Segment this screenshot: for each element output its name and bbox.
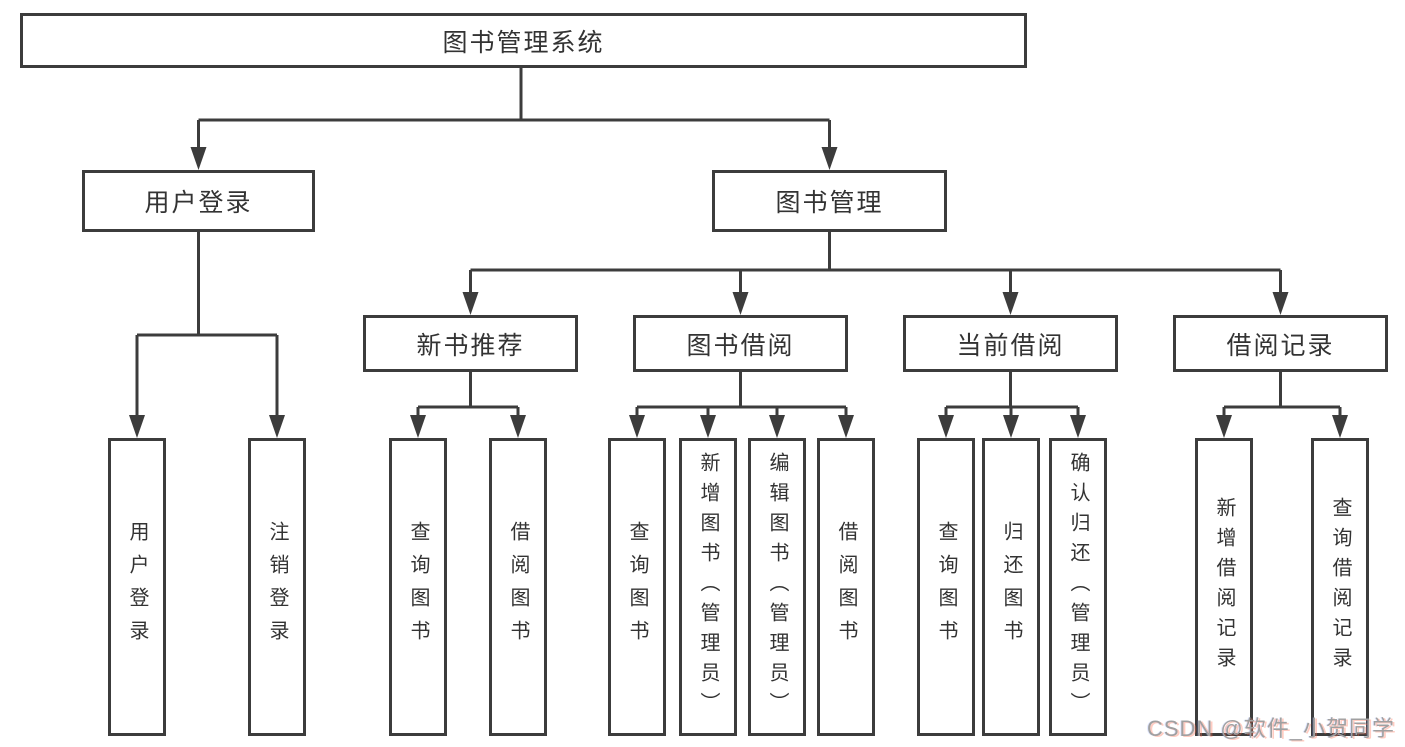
node-current-borrow-label: 当前借阅 [956, 331, 1065, 360]
arrowhead-down-icon [1002, 292, 1019, 315]
leaf-query-book-borrow: 查询图书 [608, 438, 666, 736]
arrowhead-down-icon [629, 415, 645, 438]
leaf-label: 归还图书 [1000, 521, 1022, 653]
node-root-label: 图书管理系统 [442, 28, 605, 57]
csdn-watermark: CSDN @软件_小贺同学 [1146, 716, 1395, 741]
arrowhead-down-icon [769, 415, 785, 438]
leaf-query-book-recommend: 查询图书 [389, 438, 447, 736]
leaf-label: 查询图书 [626, 521, 648, 653]
arrowhead-down-icon [462, 292, 479, 315]
arrowhead-down-icon [838, 415, 854, 438]
connector-current-borrow-to-leaves [944, 372, 1080, 420]
leaf-query-borrow-record: 查询借阅记录 [1311, 438, 1369, 736]
arrowhead-down-icon [190, 147, 207, 170]
arrowhead-down-icon [1070, 415, 1086, 438]
arrowhead-down-icon [821, 147, 838, 170]
leaf-label: 新增图书（管理员） [697, 452, 719, 722]
leaf-label: 用户登录 [126, 521, 148, 653]
leaf-add-borrow-record: 新增借阅记录 [1195, 438, 1253, 736]
arrowhead-down-icon [1332, 415, 1348, 438]
connector-book-borrow-to-leaves [635, 372, 848, 420]
leaf-label: 注销登录 [266, 521, 288, 653]
leaf-logout: 注销登录 [248, 438, 306, 736]
node-root: 图书管理系统 [20, 13, 1027, 68]
arrowhead-down-icon [1003, 415, 1019, 438]
connector-borrow-records-to-leaves [1222, 372, 1342, 420]
connector-new-book-to-leaves [416, 372, 520, 420]
node-user-login: 用户登录 [82, 170, 315, 232]
node-current-borrow: 当前借阅 [903, 315, 1118, 372]
arrowhead-down-icon [510, 415, 526, 438]
arrowhead-down-icon [269, 415, 285, 438]
leaf-user-login: 用户登录 [108, 438, 166, 736]
node-book-borrow: 图书借阅 [633, 315, 848, 372]
node-borrow-records: 借阅记录 [1173, 315, 1388, 372]
leaf-return-book: 归还图书 [982, 438, 1040, 736]
node-book-management-label: 图书管理 [775, 189, 884, 217]
leaf-label: 借阅图书 [835, 521, 857, 653]
arrowhead-down-icon [129, 415, 145, 438]
leaf-label: 借阅图书 [507, 521, 529, 653]
leaf-borrow-book: 借阅图书 [817, 438, 875, 736]
leaf-label: 编辑图书（管理员） [766, 452, 788, 722]
leaf-label: 查询借阅记录 [1329, 497, 1351, 677]
leaf-label: 查询图书 [935, 521, 957, 653]
arrowhead-down-icon [700, 415, 716, 438]
leaf-edit-book-admin: 编辑图书（管理员） [748, 438, 806, 736]
node-borrow-records-label: 借阅记录 [1226, 331, 1335, 360]
node-new-book-recommend: 新书推荐 [363, 315, 578, 372]
arrowhead-down-icon [1216, 415, 1232, 438]
leaf-query-book-current: 查询图书 [917, 438, 975, 736]
leaf-confirm-return-admin: 确认归还（管理员） [1049, 438, 1107, 736]
arrowhead-down-icon [1272, 292, 1289, 315]
arrowhead-down-icon [410, 415, 426, 438]
connector-book-management-to-level3 [469, 232, 1282, 294]
node-book-management: 图书管理 [712, 170, 947, 232]
arrowhead-down-icon [732, 292, 749, 315]
leaf-add-book-admin: 新增图书（管理员） [679, 438, 737, 736]
leaf-label: 查询图书 [407, 521, 429, 653]
node-new-book-recommend-label: 新书推荐 [416, 331, 525, 360]
connector-user-login-to-leaves [135, 232, 279, 420]
leaf-label: 确认归还（管理员） [1067, 452, 1089, 722]
connector-root-to-level2 [197, 68, 831, 150]
leaf-label: 新增借阅记录 [1213, 497, 1235, 677]
arrowhead-down-icon [938, 415, 954, 438]
leaf-borrow-book-recommend: 借阅图书 [489, 438, 547, 736]
node-book-borrow-label: 图书借阅 [686, 331, 795, 360]
node-user-login-label: 用户登录 [144, 189, 253, 217]
